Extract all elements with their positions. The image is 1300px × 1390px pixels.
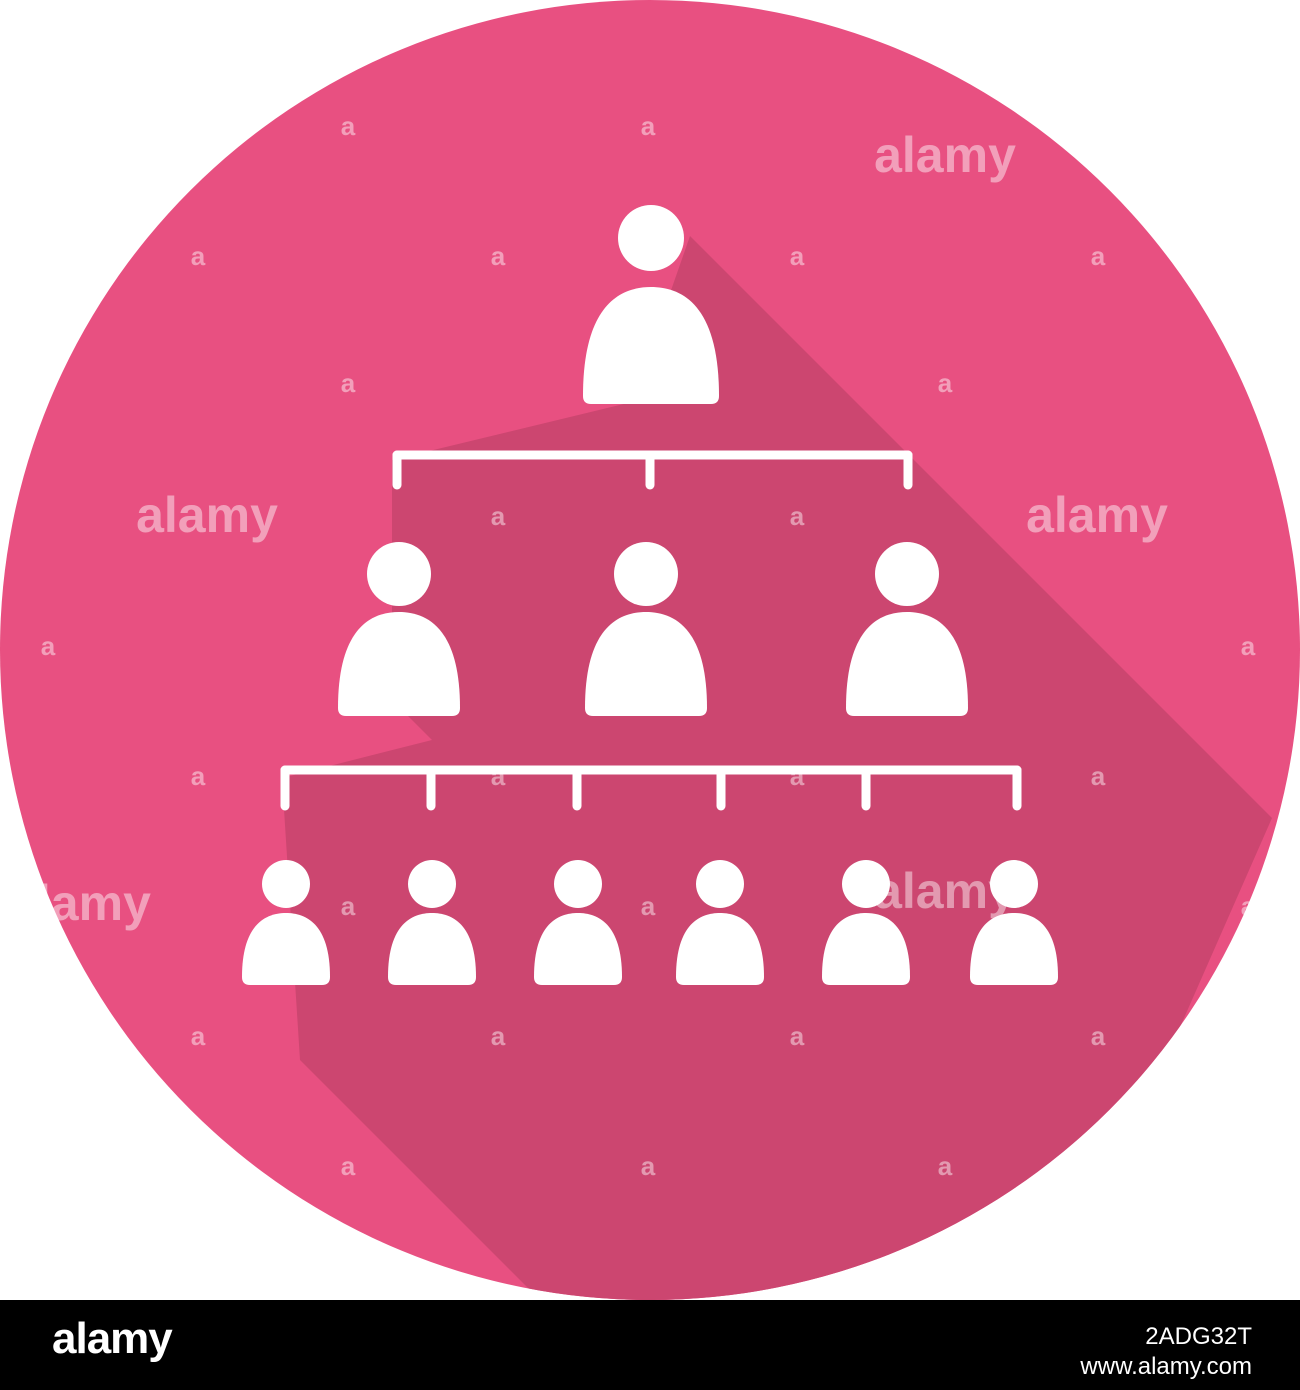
watermark-mark: a: [790, 761, 805, 791]
person-icon: [338, 542, 460, 716]
watermark-text: alamy: [136, 487, 278, 543]
person-head: [408, 860, 456, 908]
person-icon: [388, 860, 476, 985]
watermark-mark: a: [41, 631, 56, 661]
person-body: [676, 913, 764, 985]
person-head: [262, 860, 310, 908]
watermark-mark: a: [938, 368, 953, 398]
person-head: [618, 205, 684, 271]
watermark-text: alamy: [9, 875, 151, 931]
watermark-mark: a: [341, 891, 356, 921]
person-head: [554, 860, 602, 908]
person-head: [696, 860, 744, 908]
watermark-mark: a: [790, 241, 805, 271]
person-body: [388, 913, 476, 985]
watermark-text: alamy: [874, 127, 1016, 183]
person-head: [990, 860, 1038, 908]
person-head: [842, 860, 890, 908]
person-body: [822, 913, 910, 985]
watermark-mark: a: [491, 501, 506, 531]
person-head: [614, 542, 678, 606]
person-icon: [822, 860, 910, 985]
watermark-mark: a: [491, 761, 506, 791]
person-icon: [676, 860, 764, 985]
watermark-mark: a: [938, 1151, 953, 1181]
person-body: [970, 913, 1058, 985]
watermark-mark: a: [341, 368, 356, 398]
watermark-mark: a: [641, 111, 656, 141]
watermark-mark: a: [1091, 761, 1106, 791]
footer-site: www.alamy.com: [1080, 1353, 1252, 1380]
person-icon: [585, 542, 707, 716]
watermark-mark: a: [790, 501, 805, 531]
person-body: [534, 913, 622, 985]
hierarchy-connectors: [280, 450, 1022, 811]
watermark-mark: a: [191, 1021, 206, 1051]
person-body: [242, 913, 330, 985]
watermark-mark: a: [491, 1021, 506, 1051]
watermark-mark: a: [1091, 1021, 1106, 1051]
watermark-mark: a: [1241, 891, 1256, 921]
footer-image-id: 2ADG32T: [1145, 1323, 1252, 1350]
person-body: [846, 612, 968, 716]
person-head: [875, 542, 939, 606]
watermark-mark: a: [1091, 241, 1106, 271]
watermark-mark: a: [341, 111, 356, 141]
person-head: [367, 542, 431, 606]
person-body: [583, 287, 719, 404]
people-figures: [242, 205, 1058, 985]
footer-image-info: 2ADG32T www.alamy.com: [1080, 1322, 1252, 1382]
watermark-mark: a: [191, 761, 206, 791]
watermark-layer: alamy alamy alamy alamy alamy a a a a a a a a a a a a a a a…: [9, 111, 1256, 1181]
person-icon: [583, 205, 719, 404]
person-body: [585, 612, 707, 716]
watermark-mark: a: [491, 241, 506, 271]
org-chart-illustration: alamy alamy alamy alamy alamy a a a a a a a a a a a a a a a…: [0, 0, 1300, 1300]
watermark-text: alamy: [1026, 487, 1168, 543]
person-icon: [242, 860, 330, 985]
watermark-mark: a: [191, 241, 206, 271]
watermark-text: alamy: [874, 863, 1016, 919]
person-icon: [846, 542, 968, 716]
watermark-mark: a: [1241, 631, 1256, 661]
watermark-mark: a: [641, 891, 656, 921]
watermark-mark: a: [790, 1021, 805, 1051]
footer-bar: alamy 2ADG32T www.alamy.com: [0, 1300, 1300, 1390]
watermark-mark: a: [641, 1151, 656, 1181]
person-icon: [970, 860, 1058, 985]
person-body: [338, 612, 460, 716]
footer-logo: alamy: [52, 1314, 173, 1363]
watermark-mark: a: [341, 1151, 356, 1181]
person-icon: [534, 860, 622, 985]
